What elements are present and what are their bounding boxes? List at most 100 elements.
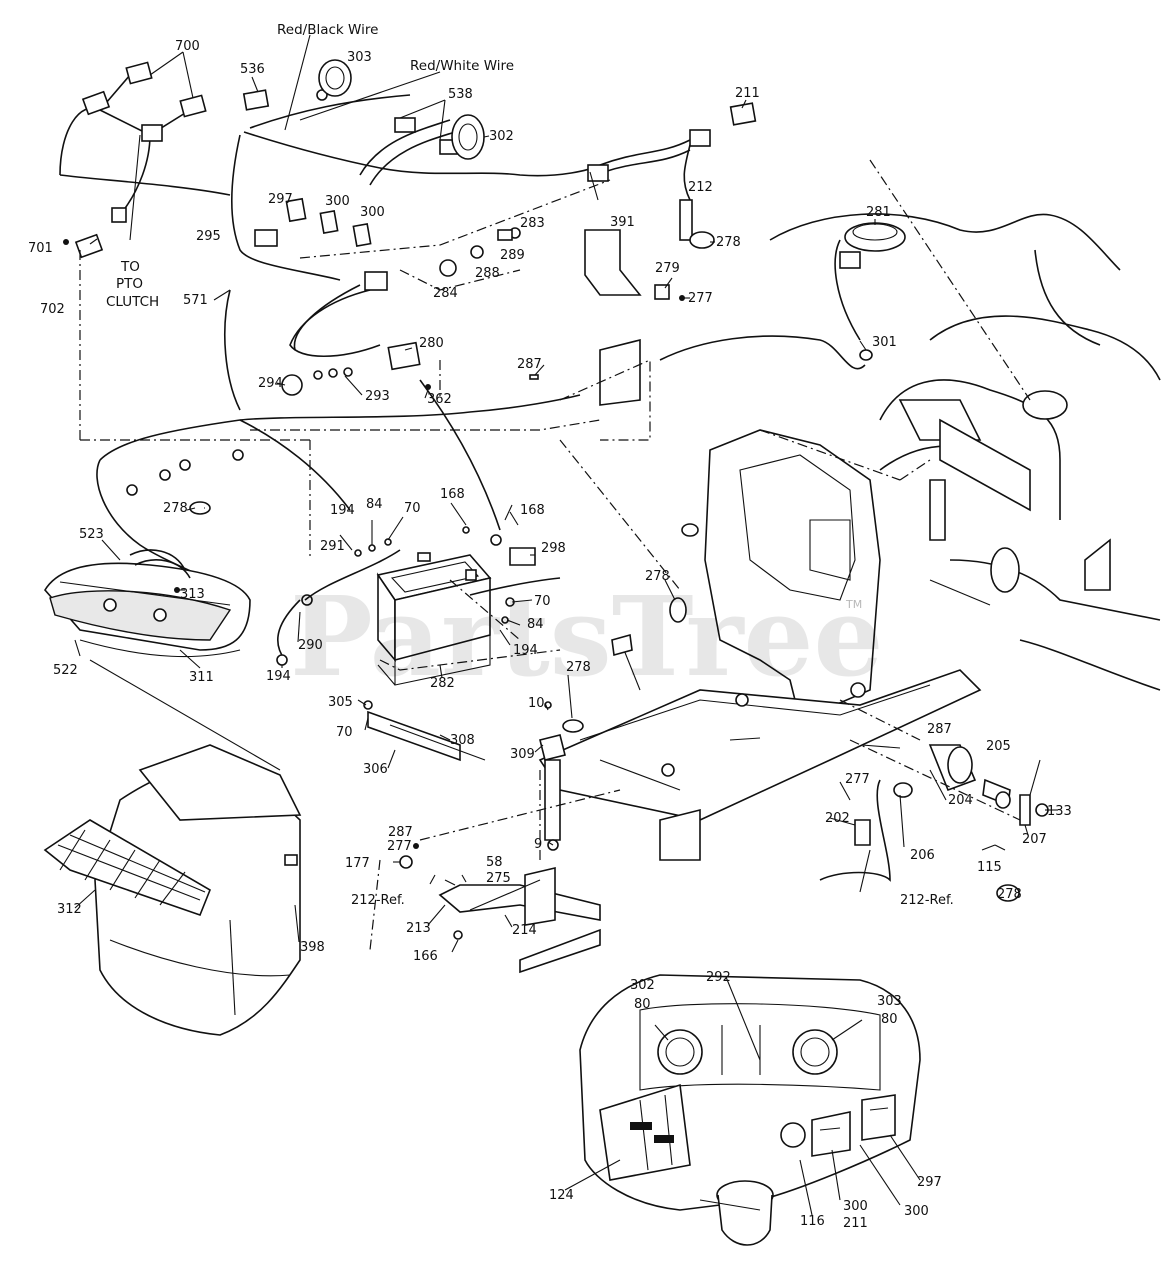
callout: 300	[325, 194, 350, 209]
callout: 214	[512, 923, 537, 938]
callout: 194	[513, 643, 538, 658]
callout: 278	[566, 660, 591, 675]
callout: 205	[986, 739, 1011, 754]
callout: 213	[406, 921, 431, 936]
reference-lines	[79, 159, 1031, 1211]
callout: 115	[977, 860, 1002, 875]
callout: 275	[486, 871, 511, 886]
callout: 308	[450, 733, 475, 748]
pto-label: PTO	[116, 276, 143, 292]
callout: 280	[419, 336, 444, 351]
callout: 168	[520, 503, 545, 518]
callout: 278	[997, 887, 1022, 902]
callout: 70	[534, 594, 551, 609]
callout: 701	[28, 241, 53, 256]
callout: 306	[363, 762, 388, 777]
callout: 166	[413, 949, 438, 964]
part-callouts: 700 536 303 538 302 211 212 297 300 300 …	[28, 39, 1072, 1231]
callout: 300	[843, 1199, 868, 1214]
wiring-harness	[59, 61, 891, 882]
callout: 290	[298, 638, 323, 653]
callout: 10	[528, 696, 545, 711]
callout: 278	[716, 235, 741, 250]
callout: 295	[196, 229, 221, 244]
callout: 116	[800, 1214, 825, 1229]
callout: 293	[365, 389, 390, 404]
red-white-wire-label: Red/White Wire	[410, 58, 514, 74]
callout: 206	[910, 848, 935, 863]
callout: 194	[266, 669, 291, 684]
callout: 204	[948, 793, 973, 808]
callout: 303	[877, 994, 902, 1009]
ref-212-label-right: 212-Ref.	[900, 893, 954, 908]
callout: 289	[500, 248, 525, 263]
callout: 571	[183, 293, 208, 308]
watermark-trademark: TM	[845, 598, 862, 611]
callout: 398	[300, 940, 325, 955]
callout: 194	[330, 503, 355, 518]
callout: 309	[510, 747, 535, 762]
callout: 284	[433, 286, 458, 301]
callout: 536	[240, 62, 265, 77]
callout: 133	[1047, 804, 1072, 819]
callout: 277	[845, 772, 870, 787]
callout: 302	[489, 129, 514, 144]
callout: 523	[79, 527, 104, 542]
callout: 300	[360, 205, 385, 220]
callout: 278	[163, 501, 188, 516]
callout: 294	[258, 376, 283, 391]
callout: 177	[345, 856, 370, 871]
brackets	[363, 700, 601, 974]
headlight-assembly	[44, 549, 251, 658]
callout: 287	[388, 825, 413, 840]
callout: 305	[328, 695, 353, 710]
callout: 312	[57, 902, 82, 917]
callout: 311	[189, 670, 214, 685]
callout: 303	[347, 50, 372, 65]
callout: 302	[630, 978, 655, 993]
watermark: PartsTree	[290, 572, 884, 701]
dash-panel	[579, 974, 921, 1246]
callout: 80	[881, 1012, 898, 1027]
callout: 278	[645, 569, 670, 584]
callout: 700	[175, 39, 200, 54]
callout: 124	[549, 1188, 574, 1203]
chassis-frame	[538, 633, 1049, 902]
callout: 277	[688, 291, 713, 306]
callout: 298	[541, 541, 566, 556]
leader-lines	[74, 34, 1058, 1216]
battery-assembly	[276, 504, 561, 686]
callout: 168	[440, 487, 465, 502]
callout: 291	[320, 539, 345, 554]
gauges-and-switches	[63, 59, 906, 515]
callout: 297	[268, 192, 293, 207]
callout: 288	[475, 266, 500, 281]
callout: 70	[336, 725, 353, 740]
callout: 58	[486, 855, 503, 870]
callout: 202	[825, 811, 850, 826]
callout: 301	[872, 335, 897, 350]
callout: 281	[866, 205, 891, 220]
callout: 70	[404, 501, 421, 516]
callout: 283	[520, 216, 545, 231]
callout: 538	[448, 87, 473, 102]
callout: 391	[610, 215, 635, 230]
callout: 84	[366, 497, 383, 512]
callout: 282	[430, 676, 455, 691]
callout: 277	[387, 839, 412, 854]
callout: 522	[53, 663, 78, 678]
callout: 292	[706, 970, 731, 985]
callout: 84	[527, 617, 544, 632]
callout: 211	[843, 1216, 868, 1231]
callout: 9	[534, 837, 542, 852]
callout: 211	[735, 86, 760, 101]
callout: 212	[688, 180, 713, 195]
callout: 362	[427, 392, 452, 407]
to-label: TO	[120, 259, 140, 275]
callout: 300	[904, 1204, 929, 1219]
callout: 313	[180, 587, 205, 602]
callout: 287	[517, 357, 542, 372]
callout: 279	[655, 261, 680, 276]
callout: 207	[1022, 832, 1047, 847]
